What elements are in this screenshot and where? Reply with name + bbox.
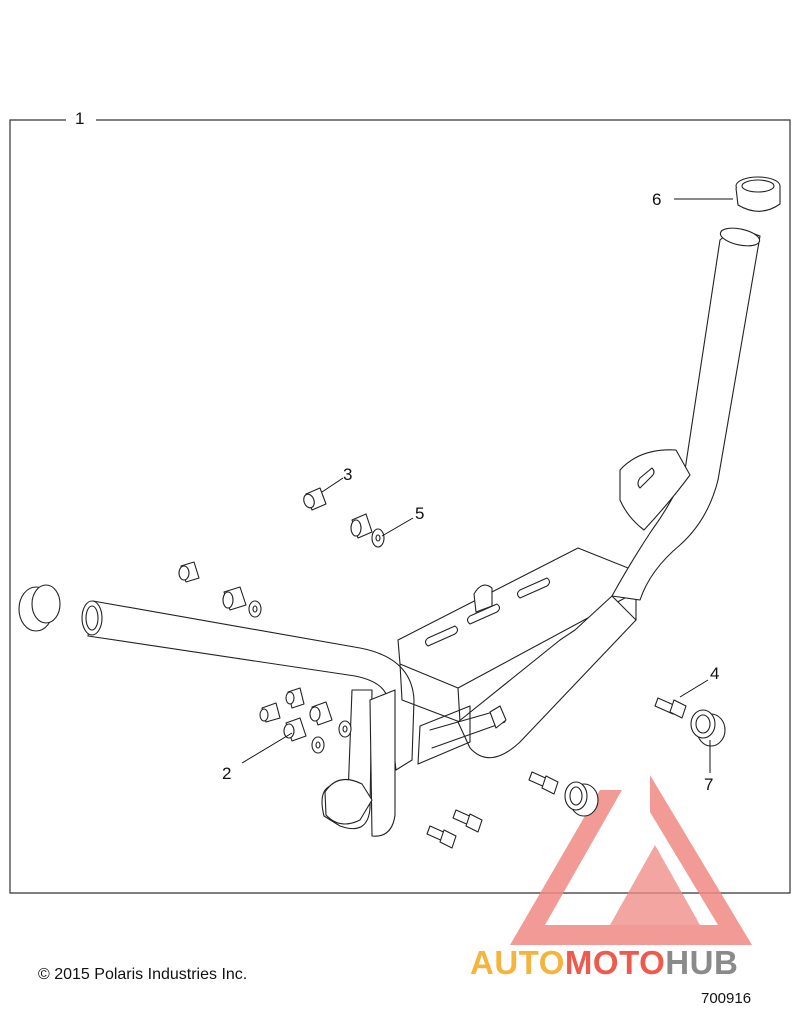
fastener-group-left	[178, 561, 262, 618]
end-cap-ring	[735, 176, 781, 212]
callout-1: 1	[75, 109, 84, 128]
watermark-part-auto: AUTO	[470, 944, 565, 981]
fastener-group-2	[259, 687, 352, 754]
callout-4: 4	[710, 664, 719, 683]
drawing-number: 700916	[701, 990, 752, 1007]
callout-6: 6	[652, 190, 661, 209]
fastener-5	[350, 513, 385, 548]
lower-plug-and-bolts	[426, 771, 599, 849]
callout-2: 2	[222, 764, 231, 783]
leader-lines	[241, 198, 733, 773]
bumper-bar	[81, 227, 761, 837]
watermark-part-moto: MOTO	[564, 944, 666, 981]
bolt-4	[654, 697, 687, 719]
copyright-notice: © 2015 Polaris Industries Inc.	[38, 966, 248, 983]
bolt-3	[303, 487, 327, 511]
watermark-triangle-logo	[510, 775, 752, 945]
plug-7	[690, 709, 726, 747]
assembly-frame	[9, 119, 791, 894]
callout-5: 5	[415, 504, 424, 523]
left-end-cap	[18, 584, 61, 632]
callout-7: 7	[704, 775, 713, 794]
watermark-part-hub: HUB	[665, 944, 739, 981]
callout-3: 3	[343, 465, 352, 484]
watermark-wordmark: AUTOMOTOHUB	[470, 944, 738, 982]
